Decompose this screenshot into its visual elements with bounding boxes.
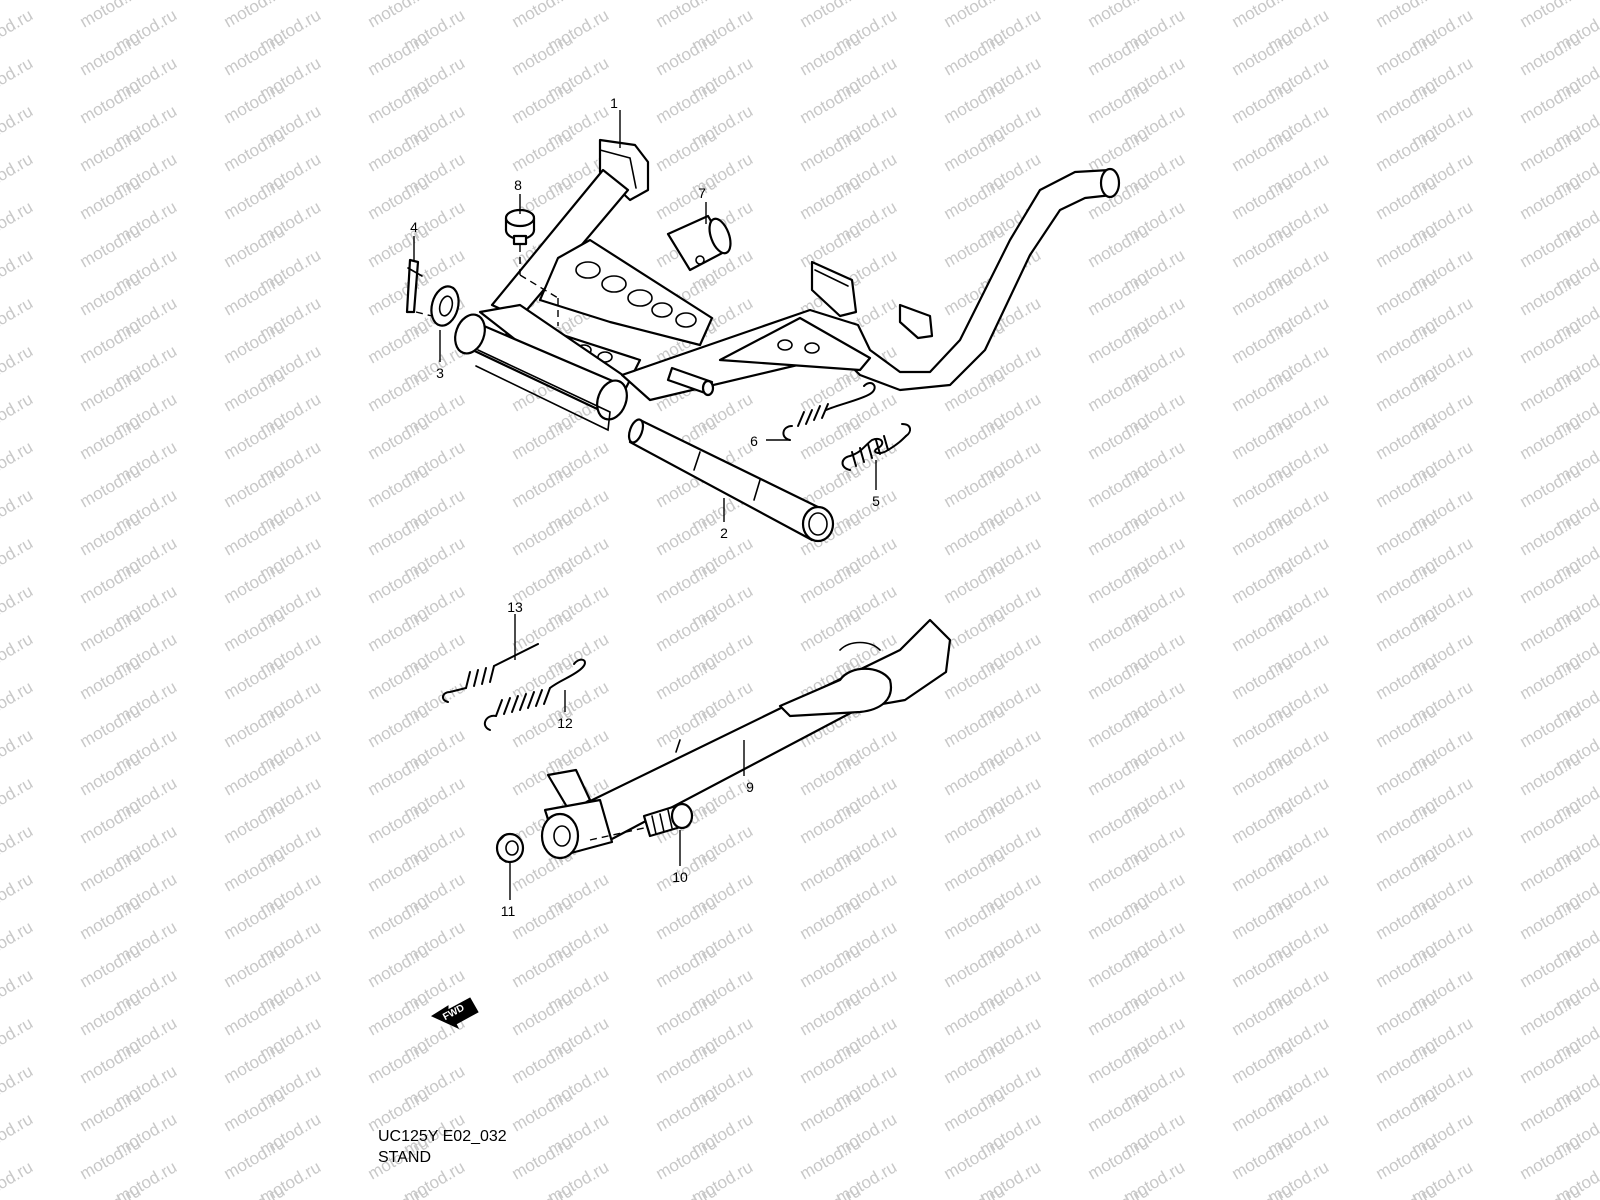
model-code: UC125Y E02_032	[378, 1128, 507, 1145]
side-stand-nut[interactable]	[495, 832, 525, 864]
callout-12: 12	[557, 715, 573, 731]
callout-7: 7	[698, 185, 706, 201]
side-stand-spring-small[interactable]	[442, 643, 539, 703]
cotter-pin[interactable]	[405, 258, 423, 314]
callout-6: 6	[750, 433, 758, 449]
callout-8: 8	[514, 177, 522, 193]
fwd-arrow-icon: FWD	[430, 997, 479, 1030]
side-stand-bolt[interactable]	[642, 802, 694, 838]
spring-small[interactable]	[782, 382, 876, 441]
diagram-caption: UC125Y E02_032 STAND	[378, 1126, 507, 1168]
diagram-title: STAND	[378, 1149, 432, 1166]
callout-9: 9	[746, 779, 754, 795]
callout-3: 3	[436, 365, 444, 381]
callout-11: 11	[501, 903, 516, 919]
callout-4: 4	[410, 219, 418, 235]
stand-shaft[interactable]	[626, 418, 835, 543]
spring-large[interactable]	[841, 423, 912, 471]
side-stand[interactable]	[540, 618, 952, 860]
stand-bumper[interactable]	[504, 208, 536, 246]
washer[interactable]	[427, 283, 462, 328]
leader-lines	[413, 110, 877, 900]
side-stand-spring-large[interactable]	[483, 658, 586, 731]
callout-1: 1	[610, 95, 618, 111]
callout-10: 10	[672, 869, 688, 885]
callout-5: 5	[872, 493, 880, 509]
rubber-stopper[interactable]	[666, 214, 735, 272]
callout-labels: 1 2 3 4 5 6 7 8 9 10 11 12 13	[410, 95, 880, 919]
center-stand[interactable]	[450, 138, 1121, 432]
callout-2: 2	[720, 525, 728, 541]
callout-13: 13	[507, 599, 523, 615]
